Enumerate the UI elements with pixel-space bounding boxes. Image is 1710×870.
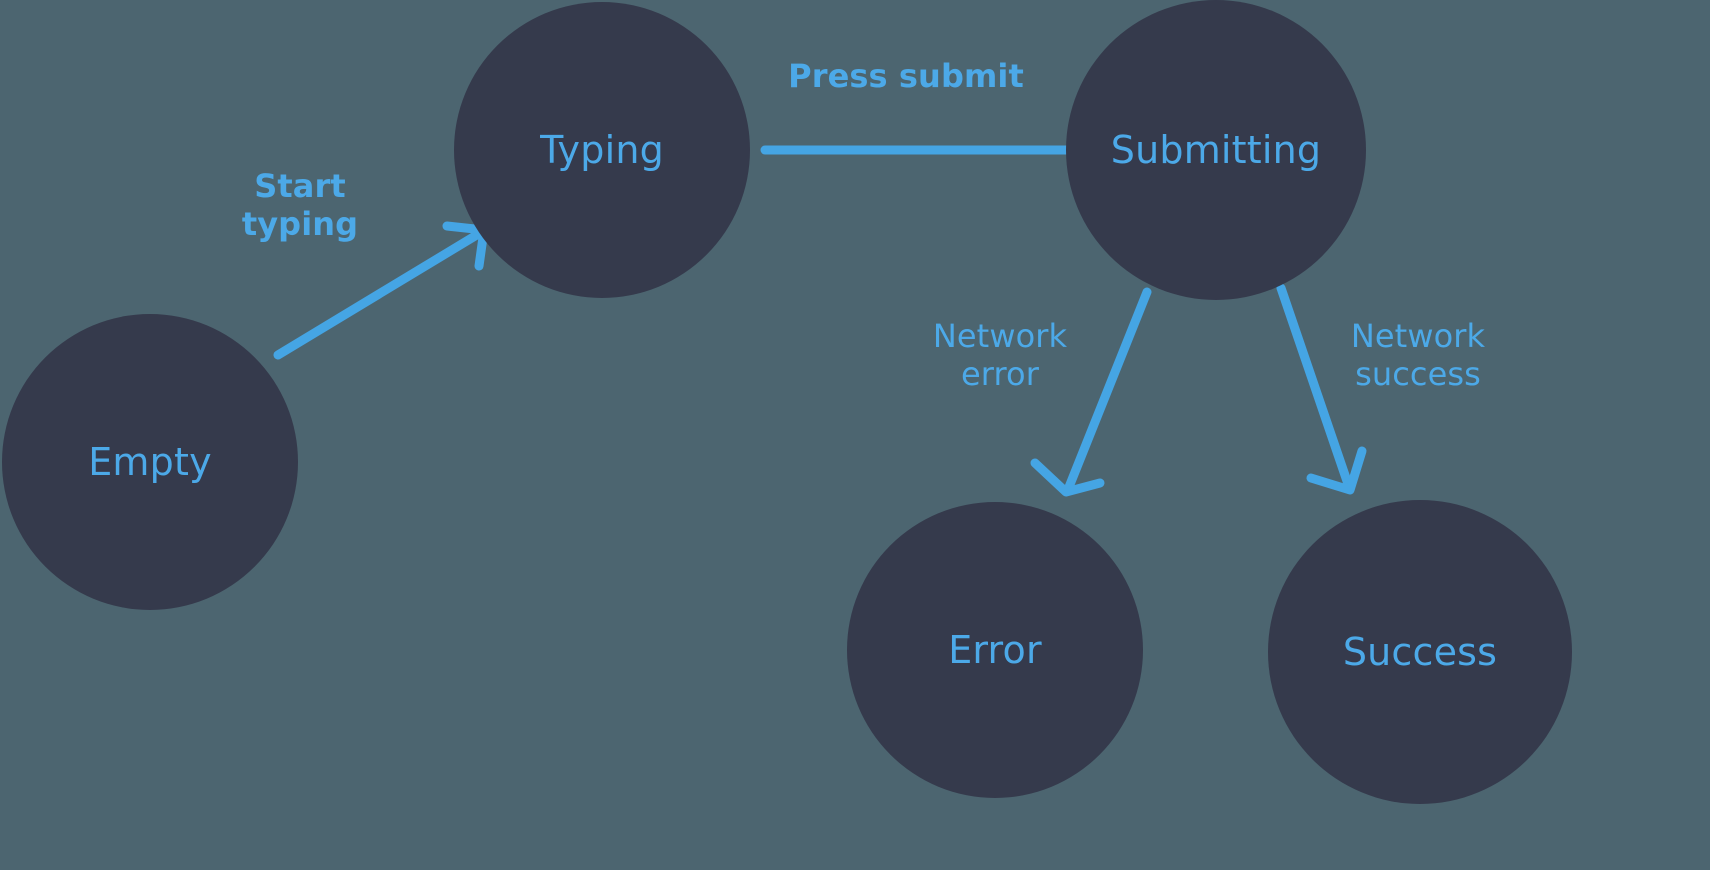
state-node-label: Success [1342, 630, 1498, 674]
state-node-label: Typing [540, 128, 664, 172]
edge-start-typing [273, 221, 489, 360]
edge-label-network-success: Network success [1350, 317, 1486, 393]
state-node-label: Error [948, 628, 1042, 672]
edge-network-error [1030, 287, 1152, 497]
edge-label-press-submit: Press submit [788, 57, 1024, 95]
state-node-label: Empty [88, 440, 212, 484]
edge-network-success [1276, 283, 1367, 495]
state-node-success[interactable]: Success [1268, 500, 1572, 804]
state-node-submitting[interactable]: Submitting [1066, 0, 1366, 300]
state-node-empty[interactable]: Empty [2, 314, 298, 610]
state-node-typing[interactable]: Typing [454, 2, 750, 298]
edge-label-network-error: Network error [932, 317, 1068, 393]
state-node-label: Submitting [1110, 128, 1322, 172]
state-node-error[interactable]: Error [847, 502, 1143, 798]
edge-label-start-typing: Start typing [241, 167, 359, 243]
